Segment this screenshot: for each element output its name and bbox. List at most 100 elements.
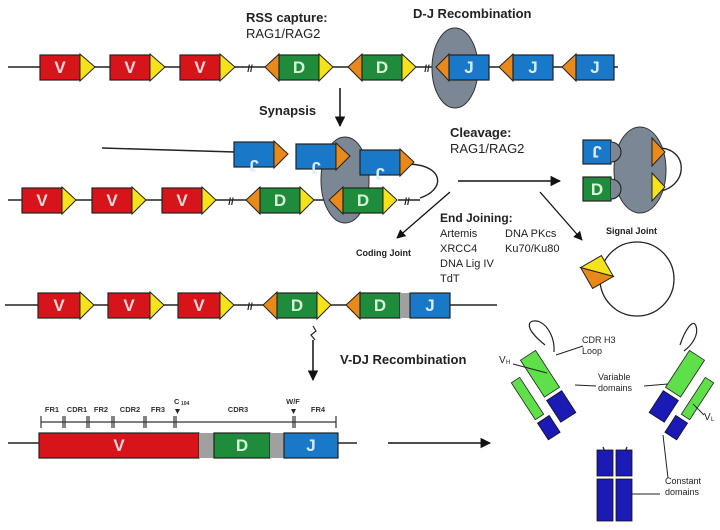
j-segment-label: J [425,296,434,315]
end-joining-factor: Ku70/Ku80 [505,243,559,255]
j-segment: J [359,147,415,183]
synaptic-complex: J J J V V V // [8,136,439,224]
c104-marker [175,409,180,414]
constant-domain [546,390,577,423]
excision-circle [579,241,675,317]
rag-complex [613,126,667,214]
squiggle-mark [310,325,317,341]
break-mark: // [404,197,410,208]
constant-domains-label: Constant [665,476,702,486]
d-segment-label: D [274,191,286,210]
j-segment: J [233,139,289,175]
break-mark: // [247,302,253,313]
region-label-cdr2: CDR2 [120,405,140,414]
j-segment: J [561,52,615,83]
cdr-h3-loop [679,322,698,352]
d-segment: D [264,52,334,83]
break-mark: // [247,64,253,75]
d-segment-label: D [293,58,305,77]
end-joining-factor: DNA PKcs [505,228,557,240]
synapsis-label: Synapsis [259,103,316,118]
v-segment-label: V [176,191,188,210]
d-segment-label: D [374,296,386,315]
j-segment-label: J [528,58,537,77]
signal-joint-label: Signal Joint [606,226,657,236]
constant-domain [648,390,679,423]
germline-locus: V V V // D D // [8,27,618,109]
constant-domain [596,449,614,477]
d-region [213,432,271,459]
break-mark: // [228,197,234,208]
d-segment: D [345,290,401,321]
region-label-fr2: FR2 [94,405,108,414]
v-segment: V [37,290,95,321]
end-joining-factor: Artemis [440,228,478,240]
j-segment-label: J [590,58,599,77]
d-segment-label: D [376,58,388,77]
dj-recombination-title: D-J Recombination [413,6,532,21]
end-joining-factor: XRCC4 [440,243,477,255]
variable-domain-light [510,376,545,421]
vl-label: V [704,412,711,423]
signal-circle-arrow [539,191,583,241]
end-joining-factor: TdT [440,273,460,285]
vdj-rearranged-gene: V D J [8,432,357,459]
v-segment-label: V [124,58,136,77]
junction-nucleotides [270,433,284,458]
c104-subscript: 104 [181,401,190,407]
constant-domain [664,414,689,441]
antibody [510,320,715,522]
d-segment: D [347,52,417,83]
v-segment: V [109,52,166,83]
v-segment: V [39,52,96,83]
v-segment: V [107,290,165,321]
constant-domain [596,478,614,522]
j-segment-label: J [592,142,601,161]
v-segment: V [21,185,77,216]
v-segment: V [177,290,235,321]
region-label-fr4: FR4 [311,405,326,414]
coding-joint-label: Coding Joint [356,248,411,258]
cdr-h3-loop [528,320,555,353]
j-segment-label: J [249,156,258,175]
vdj-recombination-title: V-DJ Recombination [340,352,466,367]
region-map: FR1 CDR1 FR2 CDR2 FR3 CDR3 FR4 C 104 W/F [40,397,337,428]
j-segment-label: J [311,158,320,177]
j-segment: J [498,52,554,83]
coding-joint-arrow [396,191,451,239]
variable-domain-light [680,376,715,421]
cdr-h3-loop-label: Loop [582,346,602,356]
v-segment-label: V [194,58,206,77]
cleavage-enzymes: RAG1/RAG2 [450,141,524,156]
v-segment-label: V [36,191,48,210]
junction-nucleotides [400,293,410,318]
c104-label: C [174,397,180,406]
j-segment-label: J [375,164,384,183]
junction-nucleotides [199,433,214,458]
v-segment: V [161,185,217,216]
region-label-cdr1: CDR1 [67,405,87,414]
wf-label: W/F [286,397,300,406]
v-segment-label: V [54,58,66,77]
v-segment-label: V [123,296,135,315]
region-label-fr1: FR1 [45,405,59,414]
constant-domain [536,414,561,441]
variable-domain-heavy [519,349,561,398]
rss-capture-enzymes: RAG1/RAG2 [246,26,320,41]
rss-capture-title: RSS capture: [246,10,328,25]
dna-loop [653,147,682,193]
d-segment: D [245,185,315,216]
vh-subscript: H [506,360,510,366]
end-joining-factor: DNA Lig IV [440,258,494,270]
v-segment-label: V [113,436,125,455]
region-label-cdr3: CDR3 [228,405,248,414]
wf-marker [291,409,296,414]
j-segment: J [409,292,451,319]
variable-domain-heavy [664,349,706,398]
break-mark: // [424,64,430,75]
d-segment-label: D [357,191,369,210]
constant-domain [615,478,633,522]
dna-strand [101,147,236,153]
d-segment: D [328,185,398,216]
d-segment-label: D [291,296,303,315]
